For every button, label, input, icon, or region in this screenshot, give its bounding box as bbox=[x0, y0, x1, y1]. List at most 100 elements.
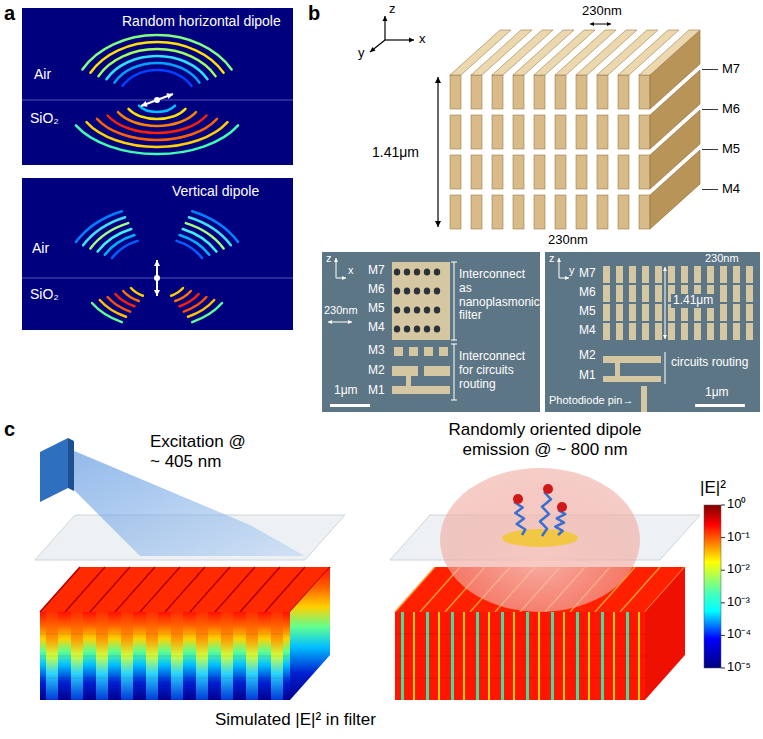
tick-mark bbox=[721, 602, 725, 603]
bracket-line bbox=[665, 352, 666, 384]
arrow-head bbox=[590, 22, 594, 26]
emission-fringe bbox=[92, 303, 122, 322]
emission-fringe bbox=[123, 70, 192, 86]
annotation: Interconnect as nanoplasmonic filter bbox=[459, 268, 539, 323]
emission-fringe bbox=[186, 223, 224, 248]
field-stripe bbox=[140, 567, 180, 612]
sem-background bbox=[322, 252, 540, 412]
metal-pillar bbox=[655, 266, 662, 283]
metal-bar bbox=[492, 115, 503, 149]
metal-cross-section bbox=[424, 287, 430, 294]
emission-fringe bbox=[131, 288, 143, 296]
colorbar-tick: 10⁰ bbox=[727, 497, 746, 512]
tick-mark bbox=[721, 635, 725, 636]
metal-pillar bbox=[655, 304, 662, 321]
metal-cross-section bbox=[404, 306, 410, 313]
emission-fringe bbox=[76, 211, 122, 242]
field-stripe bbox=[40, 567, 80, 612]
metal-bar bbox=[450, 75, 461, 109]
metal-pillar bbox=[642, 323, 649, 340]
metal-bar bbox=[513, 115, 524, 149]
tick-mark bbox=[721, 537, 725, 538]
layer-label: M7 bbox=[368, 264, 385, 278]
metal-pillar bbox=[746, 266, 753, 283]
layer-label: M6 bbox=[368, 283, 385, 297]
dimension-line bbox=[437, 77, 438, 227]
routing-metal bbox=[392, 366, 418, 376]
layer-label: M4 bbox=[722, 182, 740, 197]
caption-text: Simulated |E|² in filter bbox=[215, 710, 376, 730]
arrow-head bbox=[154, 290, 160, 296]
metal-pillar bbox=[694, 266, 701, 283]
dimension-label: 230nm bbox=[324, 304, 358, 317]
metal-cross-section bbox=[404, 268, 410, 275]
metal-pillar bbox=[616, 285, 623, 302]
emission-fringe bbox=[115, 294, 134, 306]
metal-bar bbox=[639, 115, 650, 149]
metal-pillar bbox=[629, 304, 636, 321]
metal-cross-section bbox=[394, 268, 400, 275]
tick-mark bbox=[721, 668, 725, 669]
arrow-head bbox=[663, 335, 667, 339]
layer-label: M5 bbox=[368, 302, 385, 316]
metal-cross-section bbox=[394, 325, 400, 332]
emission-fringe bbox=[180, 294, 199, 306]
leader-line bbox=[702, 149, 718, 150]
sem-image: zyM7M6M5M4230nm1.41μmM2M1circuits routin… bbox=[545, 252, 760, 412]
metal-bar-top bbox=[639, 30, 700, 75]
metal-pillar bbox=[655, 285, 662, 302]
field-stripe bbox=[65, 567, 105, 612]
metal-pillar bbox=[746, 323, 753, 340]
scale-bar bbox=[330, 404, 370, 407]
routing-metal bbox=[424, 347, 433, 356]
metal-pillar bbox=[733, 266, 740, 283]
emission-fringe bbox=[90, 223, 128, 248]
layer-line bbox=[395, 678, 645, 679]
emission-fringe bbox=[97, 119, 217, 140]
metal-bar bbox=[555, 195, 566, 229]
routing-metal bbox=[603, 376, 661, 382]
annotation: Excitation @ ~ 405 nm bbox=[150, 432, 250, 471]
metal-pillar bbox=[746, 285, 753, 302]
arrow-head bbox=[383, 16, 388, 21]
arrow-head bbox=[328, 320, 332, 324]
colorbar-tick: 10⁻² bbox=[727, 562, 750, 577]
metal-bar bbox=[555, 75, 566, 109]
metal-cross-section bbox=[434, 268, 440, 275]
metal-bar bbox=[555, 115, 566, 149]
colorbar-tick: 10⁻³ bbox=[727, 595, 750, 610]
layer-label: M1 bbox=[579, 369, 596, 383]
metal-pillar bbox=[616, 304, 623, 321]
metal-bar bbox=[534, 115, 545, 149]
metal-bar bbox=[639, 75, 650, 109]
layer-label: M6 bbox=[722, 102, 740, 117]
metal-pillar bbox=[707, 266, 714, 283]
layer-label: M5 bbox=[722, 142, 740, 157]
metal-pillar bbox=[720, 285, 727, 302]
dna-strand bbox=[514, 502, 525, 535]
metal-pillar bbox=[603, 266, 610, 283]
metal-pillar bbox=[694, 323, 701, 340]
medium-label: Air bbox=[32, 240, 49, 256]
arrow-head bbox=[348, 320, 352, 324]
metal-pillar bbox=[629, 266, 636, 283]
metal-bar bbox=[492, 75, 503, 109]
layer-label: M2 bbox=[579, 349, 596, 363]
filter-front-face bbox=[395, 612, 645, 700]
scale-label: 1μm bbox=[705, 386, 729, 400]
metal-bar bbox=[513, 195, 524, 229]
field-stripe bbox=[90, 567, 130, 612]
field-map-panel bbox=[22, 178, 293, 330]
layer-label: M6 bbox=[579, 286, 596, 300]
field-stripe bbox=[165, 567, 205, 612]
metal-pillar bbox=[668, 323, 675, 340]
arrow-head bbox=[370, 47, 375, 52]
metal-cross-section bbox=[424, 306, 430, 313]
metal-cross-section bbox=[434, 287, 440, 294]
arrow-head bbox=[154, 260, 160, 266]
fluorophore bbox=[513, 494, 523, 504]
emission-fringe bbox=[183, 229, 217, 252]
metal-bar bbox=[618, 195, 629, 229]
panel-title: Vertical dipole bbox=[172, 183, 259, 199]
